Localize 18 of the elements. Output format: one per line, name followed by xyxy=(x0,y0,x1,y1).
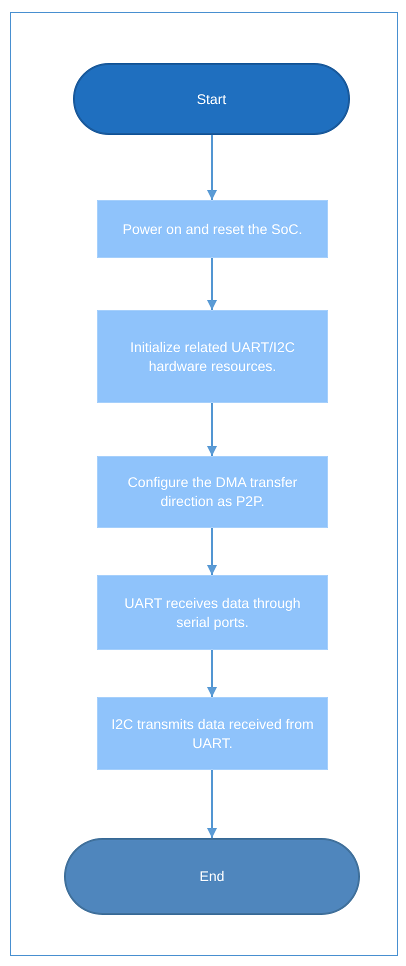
node-label: Initialize related UART/I2C hardware resources. xyxy=(129,338,296,376)
process-box xyxy=(97,310,328,403)
node-label: End xyxy=(200,867,224,886)
process-box xyxy=(97,697,328,770)
process-box xyxy=(97,456,328,528)
arrow xyxy=(207,258,217,310)
node-label: Power on and reset the SoC. xyxy=(122,220,302,238)
node-label: I2C transmits data received from UART. xyxy=(110,714,315,752)
arrow xyxy=(207,650,217,697)
node-label: Configure the DMA transfer direction as P2P. xyxy=(126,473,298,511)
node-label: Start xyxy=(196,90,226,108)
process-box xyxy=(97,575,328,650)
arrow xyxy=(207,528,217,575)
arrow xyxy=(207,770,217,838)
arrow xyxy=(207,403,217,456)
arrow xyxy=(207,135,217,200)
node-label: UART receives data through serial ports. xyxy=(123,594,302,632)
process-box xyxy=(97,200,328,258)
